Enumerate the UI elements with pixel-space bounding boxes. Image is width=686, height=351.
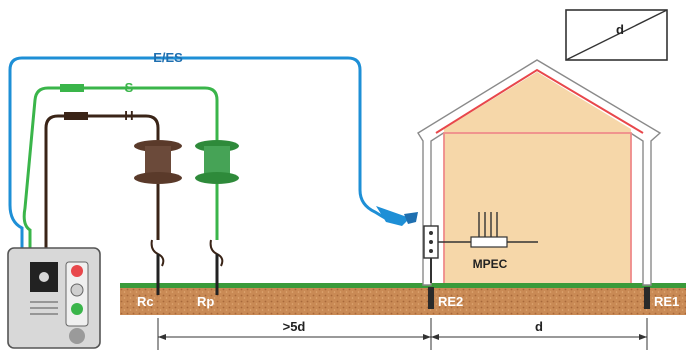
house — [417, 59, 662, 286]
probe-rc — [150, 239, 165, 295]
lead-s — [22, 84, 219, 250]
label-rp: Rp — [197, 294, 214, 309]
label-es: E/ES — [153, 50, 183, 65]
label-rc: Rc — [137, 294, 154, 309]
mpec-connection — [423, 212, 538, 259]
probe-rp — [209, 239, 224, 295]
reel-s — [195, 140, 239, 240]
label-dist-right: d — [535, 319, 543, 334]
test-instrument — [7, 247, 101, 349]
label-d-box: d — [616, 22, 624, 37]
electrode-re1 — [644, 287, 650, 309]
label-mpec: MPEC — [473, 257, 508, 271]
label-h: H — [124, 108, 133, 123]
ground — [120, 283, 686, 315]
distance-dimension — [157, 318, 648, 350]
lead-h — [44, 112, 160, 250]
d-scale-box — [565, 9, 668, 61]
lead-es — [8, 56, 418, 248]
label-dist-left: >5d — [283, 319, 306, 334]
label-re1: RE1 — [654, 294, 679, 309]
label-s: S — [125, 80, 134, 95]
reel-h — [134, 140, 182, 240]
label-re2: RE2 — [438, 294, 463, 309]
